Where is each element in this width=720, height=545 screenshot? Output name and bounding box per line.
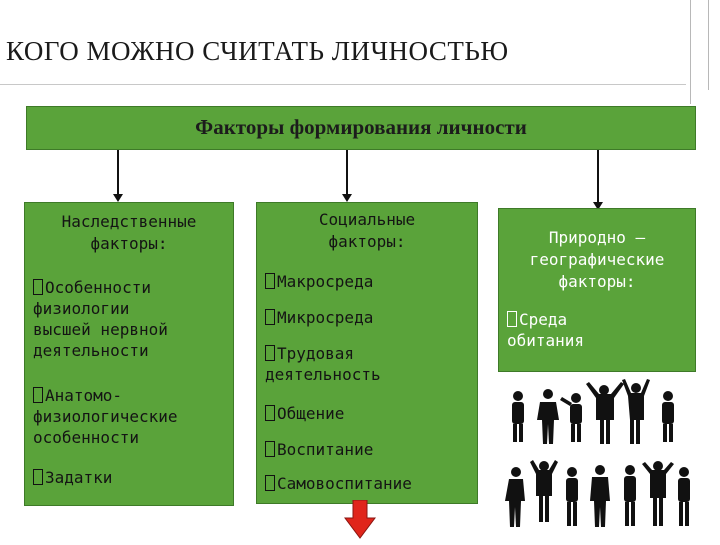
list-item: Особенности физиологии высшей нервной де… [33,278,168,360]
down-arrow-icon [344,500,376,539]
bullet-icon [33,387,43,403]
natural-factors-box: Природно – географические факторы: Среда… [498,208,696,372]
natural-factors-header: Природно – географические факторы: [529,228,665,291]
list-item: Анатомо- физиологические особенности [33,386,178,447]
bullet-icon [265,345,275,361]
factors-box-label: Факторы формирования личности [195,115,527,139]
page-title: КОГО МОЖНО СЧИТАТЬ ЛИЧНОСТЬЮ [6,36,509,66]
list-item: Макросреда [265,271,373,292]
list-item: Микросреда [265,307,373,328]
arrow-head-right [593,202,603,210]
hereditary-factors-box: Наследственные факторы: Особенности физи… [24,202,234,506]
people-illustration [496,374,696,540]
factors-box: Факторы формирования личности [26,106,696,150]
bullet-icon [507,311,517,327]
arrow-head-left [113,194,123,202]
arrow-head-middle [342,194,352,202]
title-divider [0,84,686,85]
connector-arrow-right [597,150,599,202]
corner-line-vertical [690,0,691,104]
bullet-icon [265,273,275,289]
social-factors-box: Социальные факторы: Макросреда Микросред… [256,202,478,504]
social-factors-header: Социальные факторы: [318,210,416,251]
list-item: Общение [265,403,344,424]
bullet-icon [265,475,275,491]
bullet-icon [265,441,275,457]
list-item: Среда обитания [507,310,585,350]
list-item: Задатки [33,467,112,488]
bullet-icon [265,405,275,421]
corner-line-vertical-2 [708,0,709,90]
list-item: Трудовая деятельность [265,344,381,384]
connector-arrow-left [117,150,119,194]
connector-arrow-middle [346,150,348,194]
bullet-icon [33,279,43,295]
bullet-icon [265,309,275,325]
list-item: Самовоспитание [265,473,412,494]
people-silhouettes-icon [505,379,690,527]
hereditary-factors-header: Наследственные факторы: [61,212,197,253]
list-item: Воспитание [265,439,373,460]
bullet-icon [33,469,43,485]
